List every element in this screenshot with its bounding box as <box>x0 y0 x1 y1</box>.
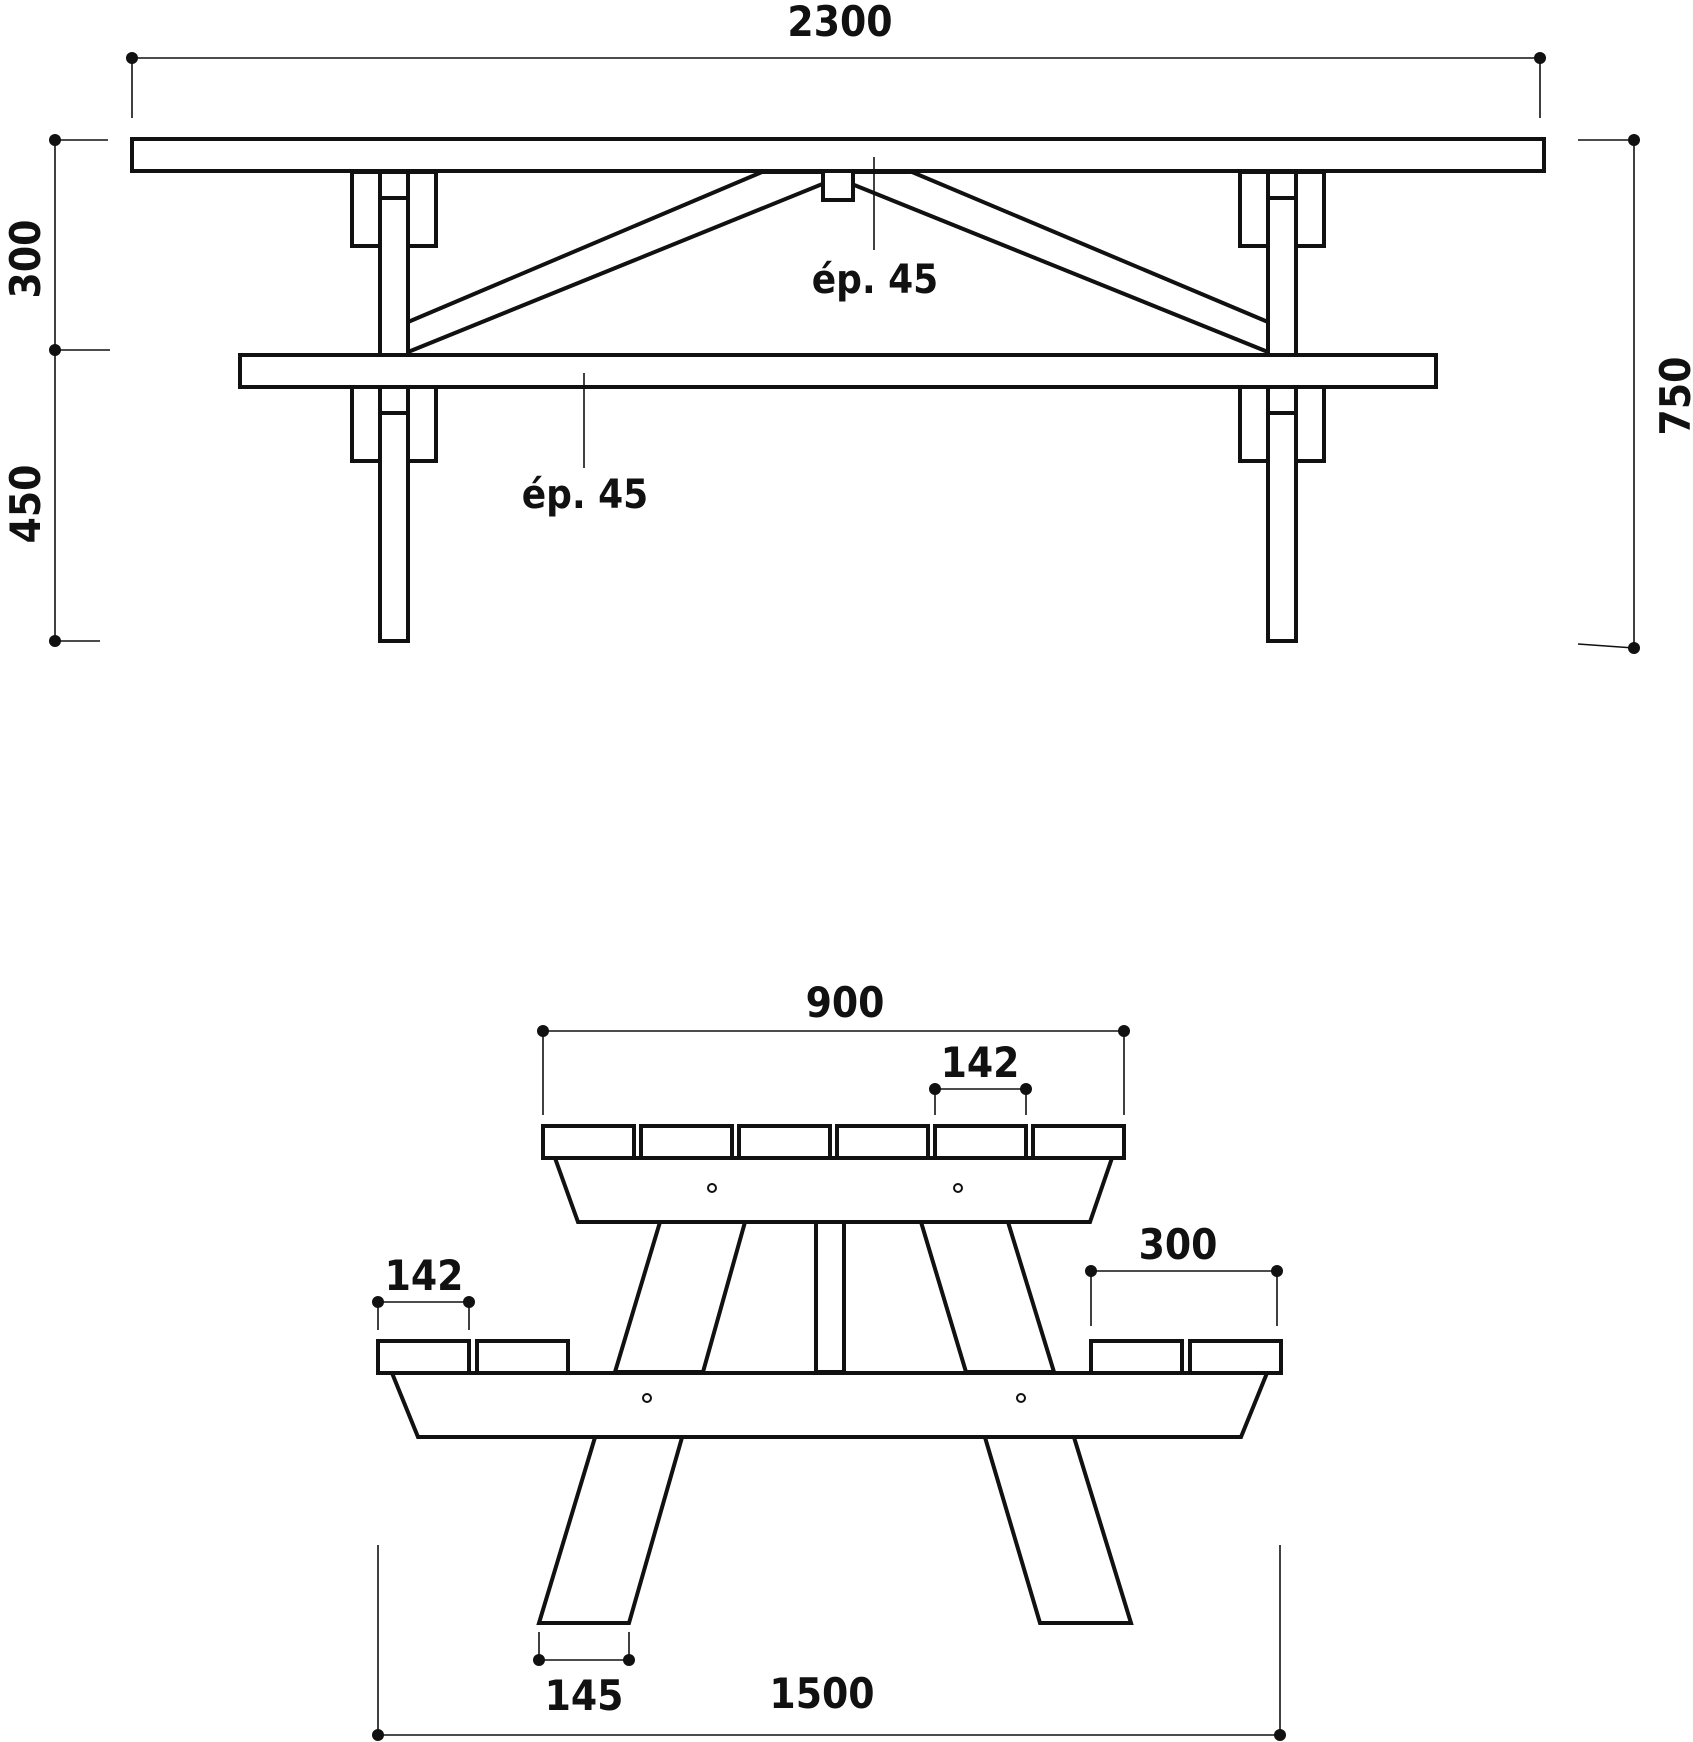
top-board-width-label: 142 <box>941 1038 1020 1087</box>
dimension-top-board-width: 142 <box>929 1038 1032 1115</box>
upper-left-leg <box>612 1220 748 1374</box>
center-post <box>814 1220 846 1374</box>
top-board-1 <box>541 1124 636 1160</box>
dimension-seat-height: 450 <box>1 350 100 647</box>
seat-height-label: 450 <box>1 465 50 544</box>
seat-board <box>238 353 1438 389</box>
end-view: 900 142 142 300 <box>372 978 1286 1741</box>
overall-length-label: 2300 <box>787 0 892 46</box>
left-seat-board-2 <box>475 1339 570 1375</box>
dimension-seat-board-width: 142 <box>372 1251 475 1330</box>
dimension-overall-height: 750 <box>1577 134 1693 654</box>
top-crossbeam <box>552 1156 1115 1224</box>
dimension-overall-width: 1500 <box>372 1545 1286 1741</box>
lower-left-leg <box>536 1432 686 1625</box>
left-leg <box>378 170 410 643</box>
center-block <box>821 168 855 202</box>
top-board-5 <box>933 1124 1028 1160</box>
overall-width-label: 1500 <box>769 1669 874 1718</box>
dimension-seat-width: 300 <box>1085 1220 1283 1326</box>
left-diagonal-brace <box>406 170 853 355</box>
overall-height-label: 750 <box>1651 357 1693 436</box>
dimension-overall-length: 2300 <box>126 0 1546 118</box>
right-seat-board-1 <box>1089 1339 1184 1375</box>
left-seat-board-1 <box>376 1339 471 1375</box>
dimension-leg-width: 145 <box>533 1632 635 1720</box>
right-leg <box>1266 170 1298 643</box>
side-view: 2300 300 450 750 <box>1 0 1693 654</box>
leg-width-label: 145 <box>545 1671 624 1720</box>
dimension-top-width: 900 <box>537 978 1130 1115</box>
top-crossbeam-bolt-left <box>707 1183 717 1193</box>
seat-width-label: 300 <box>1139 1220 1218 1269</box>
top-board-2 <box>639 1124 734 1160</box>
seat-crossbeam-bolt-right <box>1016 1393 1026 1403</box>
top-crossbeam-bolt-right <box>953 1183 963 1193</box>
top-height-label: 300 <box>1 220 50 299</box>
seat-board-width-label: 142 <box>385 1251 464 1300</box>
dimension-top-height: 300 <box>1 134 110 356</box>
table-top-board <box>130 137 1546 173</box>
right-seat-board-2 <box>1188 1339 1283 1375</box>
top-board-4 <box>835 1124 930 1160</box>
top-width-label: 900 <box>806 978 885 1027</box>
lower-right-leg <box>981 1432 1134 1625</box>
top-board-3 <box>737 1124 832 1160</box>
top-thickness-label: ép. 45 <box>812 257 938 303</box>
upper-right-leg <box>918 1220 1057 1374</box>
seat-crossbeam-bolt-left <box>642 1393 652 1403</box>
top-thickness-callout: ép. 45 <box>812 157 938 303</box>
seat-thickness-label: ép. 45 <box>522 472 648 518</box>
seat-thickness-callout: ép. 45 <box>522 373 648 518</box>
seat-crossbeam <box>389 1371 1270 1439</box>
top-board-6 <box>1031 1124 1126 1160</box>
